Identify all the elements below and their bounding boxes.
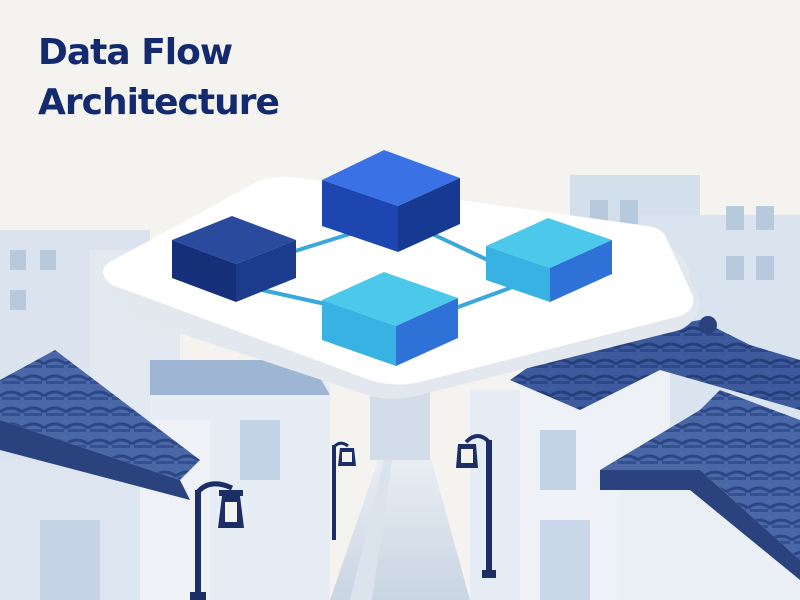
node-top — [322, 150, 460, 252]
right-buildings — [470, 316, 800, 600]
connector-lines — [260, 230, 512, 312]
street — [330, 380, 470, 600]
street-lamp-icon — [190, 481, 244, 600]
node-right — [486, 218, 612, 302]
street-lamp-icon — [456, 434, 496, 578]
page-title-line-2: Architecture — [38, 82, 280, 123]
left-buildings — [0, 350, 330, 600]
architecture-diagram — [102, 150, 700, 399]
page-title-line-1: Data Flow — [38, 32, 233, 73]
page-title: Data Flow Architecture — [38, 28, 280, 128]
street-lamp-icon — [332, 441, 356, 540]
node-left — [172, 216, 296, 302]
node-bottom — [322, 272, 458, 366]
